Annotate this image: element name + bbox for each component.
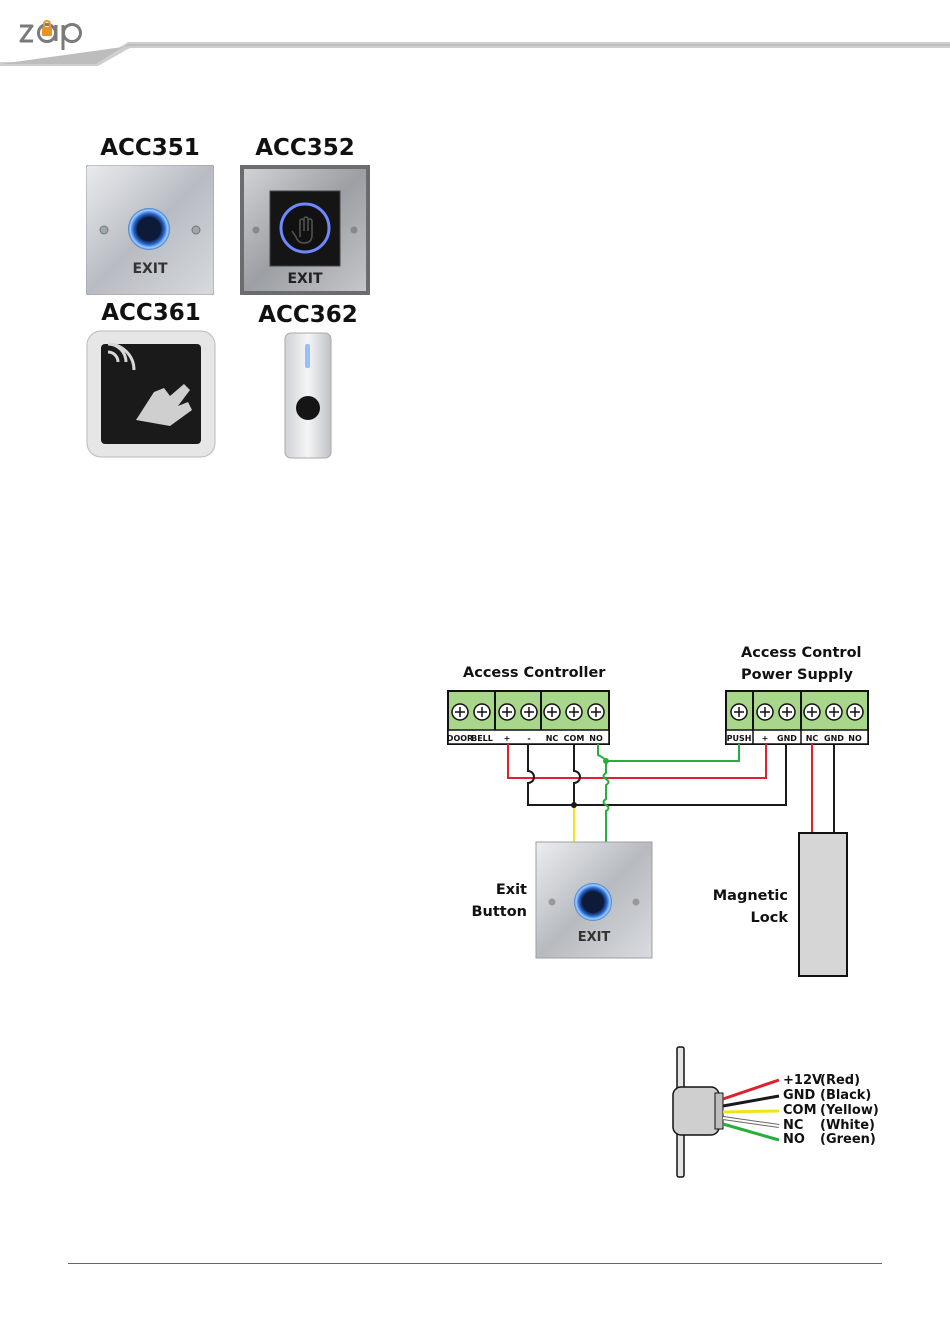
product-label-acc361: ACC361: [86, 300, 216, 326]
legend-color-white: (White): [820, 1118, 875, 1133]
legend-signal-12v: +12V: [783, 1073, 822, 1088]
terminal-label-0: DOOR: [447, 734, 473, 743]
touch-sensor-icon: [128, 208, 170, 250]
header-band: [0, 0, 950, 70]
black-wire: [528, 744, 786, 805]
terminal-label-4: NC: [546, 734, 559, 743]
product-image-acc352: EXIT: [240, 165, 370, 295]
legend-signal-com: COM: [783, 1103, 817, 1118]
com-black-wire: [574, 744, 580, 805]
terminal-label-psu-5: NO: [848, 734, 862, 743]
terminal-label-3: -: [527, 734, 530, 743]
legend-signal-nc: NC: [783, 1118, 803, 1133]
terminal-label-psu-3: NC: [806, 734, 819, 743]
terminal-label-psu-1: +: [762, 734, 769, 743]
terminal-label-psu-2: GND: [777, 734, 797, 743]
touch-sensor-icon: [574, 883, 612, 921]
sensor-icon: [296, 396, 320, 420]
terminal-label-5: COM: [564, 734, 585, 743]
page-header: [0, 0, 950, 70]
terminal-label-psu-0: PUSH: [727, 734, 752, 743]
terminal-label-2: +: [504, 734, 511, 743]
exit-button-wire-diagram: [665, 1045, 785, 1180]
psu-title-line2: Power Supply: [741, 665, 853, 686]
terminal-label-6: NO: [589, 734, 603, 743]
exit-face-text: EXIT: [132, 261, 168, 277]
access-controller-title: Access Controller: [463, 663, 605, 684]
product-image-acc351: EXIT: [86, 165, 214, 295]
product-label-acc352: ACC352: [240, 135, 370, 161]
lock-icon: [42, 27, 52, 36]
product-label-acc362: ACC362: [244, 302, 372, 328]
product-image-acc362: [284, 332, 332, 459]
magnetic-lock-device: [799, 833, 847, 976]
green-wire-to-button: [604, 761, 609, 842]
psu-terminal-block: PUSH + GND NC GND NO: [726, 691, 868, 744]
terminal-label-psu-4: GND: [824, 734, 844, 743]
green-wire: [598, 744, 739, 761]
exit-face-text: EXIT: [287, 271, 323, 287]
product-image-acc361: [86, 330, 216, 458]
footer-divider: [68, 1263, 882, 1264]
product-label-acc351: ACC351: [86, 135, 214, 161]
exit-button-device: EXIT: [536, 842, 652, 958]
legend-signal-gnd: GND: [783, 1088, 815, 1103]
legend-color-green: (Green): [820, 1132, 876, 1147]
legend-color-black: (Black): [820, 1088, 871, 1103]
psu-title-line1: Access Control: [741, 643, 862, 664]
terminal-label-1: BELL: [471, 734, 493, 743]
brand-logo: [16, 8, 96, 52]
legend-signal-no: NO: [783, 1132, 805, 1147]
exit-button-face-text: EXIT: [578, 930, 611, 945]
legend-color-yellow: (Yellow): [820, 1103, 879, 1118]
legend-color-red: (Red): [820, 1073, 860, 1088]
